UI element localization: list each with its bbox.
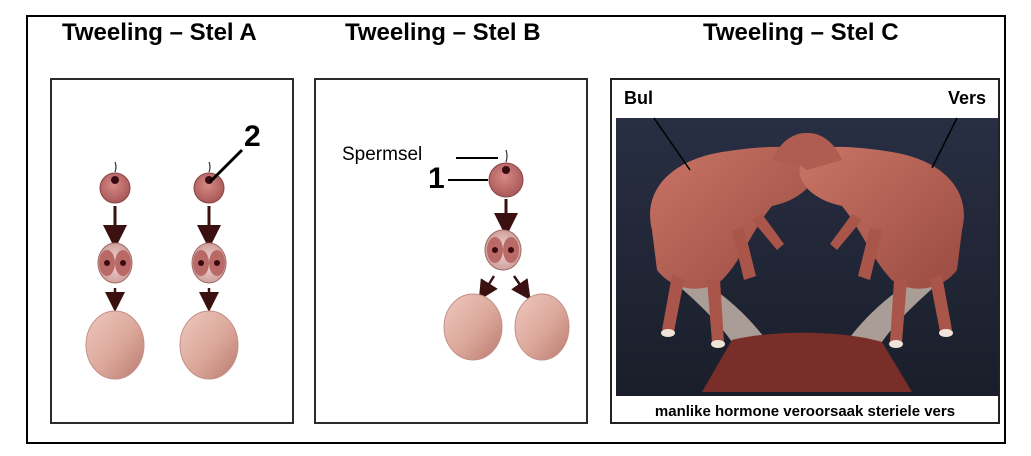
- embryo-right: [180, 311, 238, 379]
- label-2: 2: [244, 120, 261, 154]
- photo-caption: manlike hormone veroorsaak steriele vers: [612, 403, 998, 420]
- label-bull: Bul: [624, 88, 653, 109]
- embryo-left: [86, 311, 144, 379]
- panel-twin-set-a: 2: [50, 78, 294, 424]
- title-twin-set-a: Tweeling – Stel A: [62, 19, 257, 47]
- two-cell-left: [98, 243, 132, 283]
- panel-twin-set-c: Bul Vers manlike hormone veroorsaak ster…: [610, 78, 1000, 424]
- panel-twin-set-b: Spermsel 1: [314, 78, 588, 424]
- title-twin-set-b: Tweeling – Stel B: [345, 19, 541, 47]
- title-twin-set-c: Tweeling – Stel C: [703, 19, 899, 47]
- two-cell-b: [485, 230, 521, 270]
- placenta-tissue: [702, 333, 912, 392]
- photo-freemartin-twins: [612, 80, 1000, 424]
- two-cell-right: [192, 243, 226, 283]
- zygote-left: [100, 162, 130, 203]
- label-heifer: Vers: [948, 88, 986, 109]
- diagram-twin-set-b: [316, 80, 588, 424]
- embryo-b-right: [515, 294, 569, 360]
- zygote-right: [194, 162, 224, 203]
- embryo-b-left: [444, 294, 502, 360]
- pointer-line-2: [210, 150, 242, 182]
- arrow-b-right: [514, 276, 525, 292]
- label-sperm: Spermsel: [342, 144, 422, 166]
- arrow-b-left: [484, 276, 494, 292]
- label-1: 1: [428, 162, 445, 196]
